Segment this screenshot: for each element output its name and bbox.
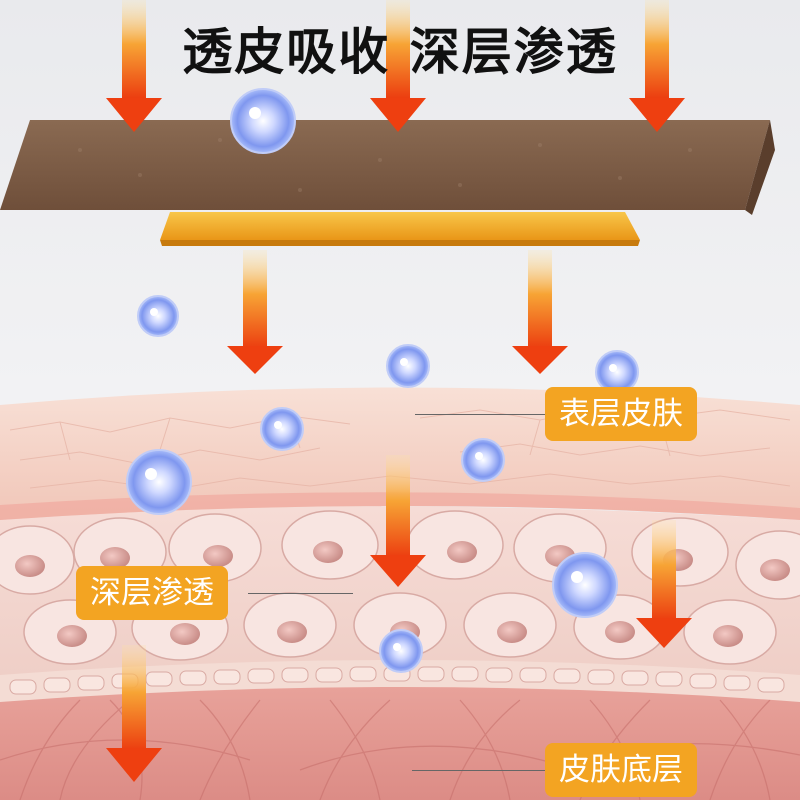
label-deep-penetration: 深层渗透 (76, 566, 228, 620)
molecule-bubbles (126, 88, 639, 673)
label-epidermis: 表层皮肤 (545, 387, 697, 441)
base-leader-line (412, 770, 545, 771)
page-title: 透皮吸收 深层渗透 (182, 23, 618, 81)
epidermis-leader-line (415, 414, 545, 415)
patch (0, 120, 770, 210)
deep-leader-line (248, 593, 353, 594)
penetration-arrows (106, 0, 692, 782)
gel-layer (160, 212, 640, 240)
label-skin-base: 皮肤底层 (545, 743, 697, 797)
